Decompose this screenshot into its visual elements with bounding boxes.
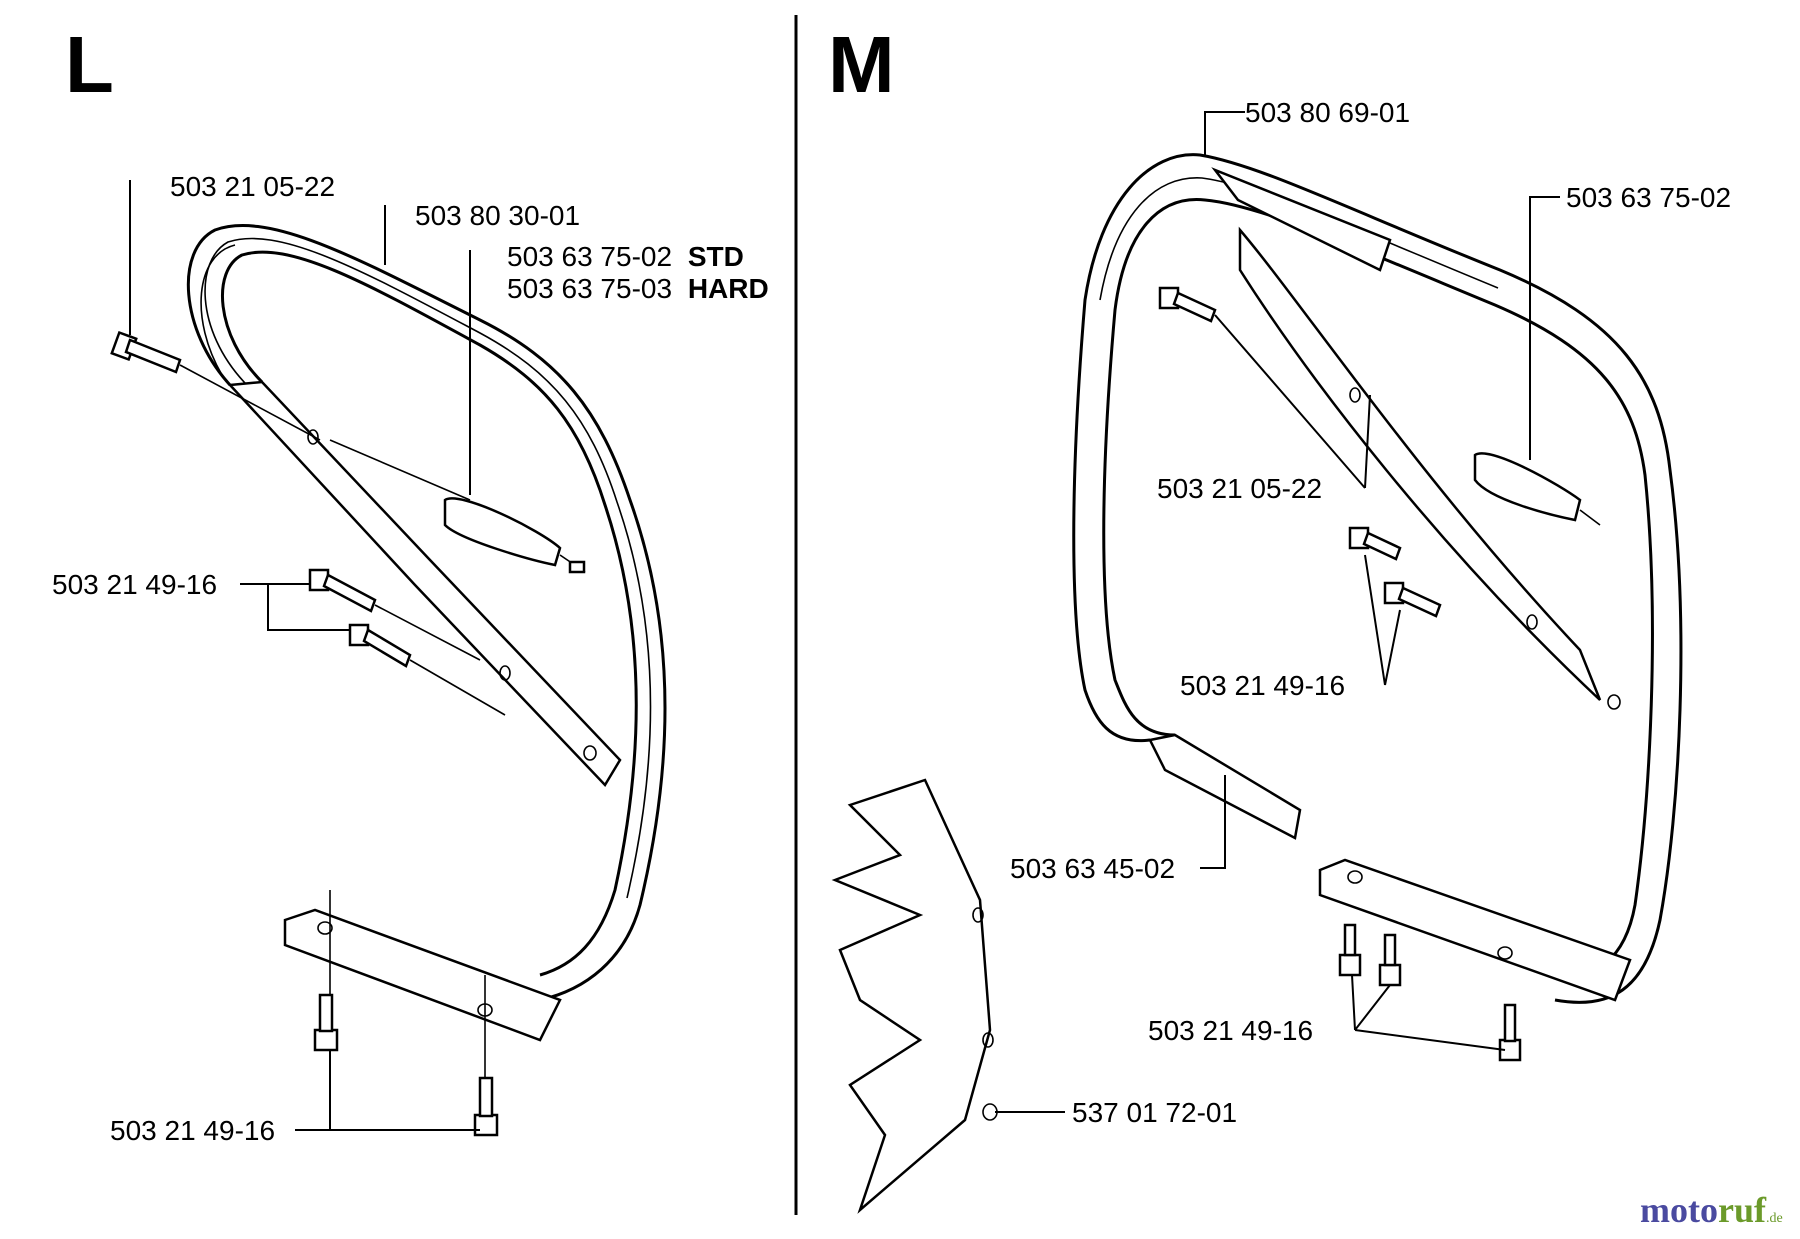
- axis-line-4: [409, 659, 506, 716]
- part-label-503-21-49-16-M-bottom: 503 21 49-16: [1148, 1015, 1313, 1046]
- brace-m-hole-3: [1607, 694, 1621, 710]
- part-number-503-63-75-03-L: 503 63 75-03: [507, 273, 672, 304]
- handle-m-contour-1: [1102, 198, 1654, 978]
- av-spring-L: [443, 497, 586, 574]
- section-L-illustration: [110, 180, 667, 1137]
- handle-contour-1: [221, 250, 638, 977]
- watermark-part-a: moto: [1640, 1190, 1718, 1230]
- part-label-503-21-05-22-M: 503 21 05-22: [1157, 473, 1322, 504]
- handle-contour-2: [204, 237, 652, 899]
- part-label-503-80-30-01-L: 503 80 30-01: [415, 200, 580, 231]
- axis-line-1: [179, 364, 321, 441]
- part-label-503-63-75-03-L: 503 63 75-03 HARD: [507, 273, 769, 304]
- bolt-503-21-49-16-L-a: [308, 568, 377, 613]
- leader-503-21-05-22-M: [1214, 314, 1371, 489]
- brace-hole-1: [307, 429, 319, 445]
- spike-hole-3: [982, 1103, 998, 1121]
- bumper-spike-537-01-72-01: [831, 778, 992, 1214]
- plate-hole-1: [317, 921, 333, 935]
- part-label-503-21-05-22-L: 503 21 05-22: [170, 171, 335, 202]
- axis-line-3: [374, 604, 481, 661]
- section-letter-M: M: [828, 20, 895, 109]
- handle-brace-M: [1238, 226, 1602, 701]
- brace-m-hole-1: [1349, 387, 1361, 403]
- leader-503-63-45-02-M: [1200, 775, 1226, 869]
- bolt-503-21-49-16-M-b: [1383, 581, 1442, 618]
- axis-line-2: [329, 439, 471, 501]
- bolt-503-21-49-16-M-e: [1498, 1003, 1522, 1062]
- brace-hole-3: [583, 745, 597, 761]
- bolt-503-21-49-16-L-b: [348, 623, 412, 668]
- bottom-plate-M: [1318, 858, 1632, 1002]
- part-label-537-01-72-01-M: 537 01 72-01: [1072, 1097, 1237, 1128]
- bolt-503-21-05-22-L: [110, 330, 182, 374]
- spike-hole-1: [972, 907, 984, 923]
- leader-503-80-69-01-M: [1204, 111, 1245, 155]
- front-handle-bar-M: [1072, 153, 1683, 1004]
- av-spring-M: [1473, 452, 1601, 526]
- watermark-tld: .de: [1766, 1211, 1783, 1226]
- leader-503-63-75-02-M: [1529, 196, 1560, 460]
- brace-m-hole-2: [1526, 614, 1538, 630]
- bolt-503-21-49-16-L-c: [313, 993, 339, 1052]
- part-label-503-63-75-02-M: 503 63 75-02: [1566, 182, 1731, 213]
- bolt-503-21-05-22-M: [1158, 286, 1217, 323]
- bolt-503-21-49-16-M-d: [1378, 933, 1402, 987]
- plate-m-hole-1: [1347, 870, 1363, 884]
- part-label-503-21-49-16-L-bottom: 503 21 49-16: [110, 1115, 275, 1146]
- part-label-503-21-49-16-L-top: 503 21 49-16: [52, 569, 217, 600]
- bolt-503-21-49-16-M-c: [1338, 923, 1362, 977]
- leader-503-21-49-16-M-mid: [1364, 554, 1401, 686]
- grip-sleeve-top: [1211, 167, 1392, 272]
- watermark-logo: motoruf.de: [1640, 1190, 1783, 1230]
- brace-hole-2: [499, 665, 511, 681]
- section-M-illustration: [831, 111, 1683, 1214]
- part-suffix-hard: HARD: [688, 273, 769, 304]
- bolt-503-21-49-16-M-a: [1348, 526, 1402, 561]
- part-suffix-std: STD: [688, 241, 744, 272]
- section-letter-L: L: [65, 20, 114, 109]
- handle-brace-L: [227, 380, 622, 788]
- leader-503-21-49-16-M-bottom: [1351, 974, 1506, 1051]
- part-label-503-80-69-01-M: 503 80 69-01: [1245, 97, 1410, 128]
- part-label-503-63-45-02-M: 503 63 45-02: [1010, 853, 1175, 884]
- plate-m-hole-2: [1497, 946, 1513, 960]
- watermark-part-b: ruf: [1718, 1190, 1767, 1230]
- spike-hole-2: [982, 1032, 994, 1048]
- front-handle-bar-L: [186, 224, 667, 1002]
- bolt-503-21-49-16-L-d: [473, 1076, 499, 1137]
- handle-contour-3: [200, 244, 236, 376]
- part-label-503-21-49-16-M-mid: 503 21 49-16: [1180, 670, 1345, 701]
- part-label-503-63-75-02-L: 503 63 75-02 STD: [507, 241, 744, 272]
- watermark-text: motoruf.de: [1640, 1190, 1783, 1230]
- leader-503-21-49-16-L-top: [240, 583, 350, 631]
- part-number-503-63-75-02-L: 503 63 75-02: [507, 241, 672, 272]
- leader-503-21-49-16-L-bottom: [295, 1050, 480, 1131]
